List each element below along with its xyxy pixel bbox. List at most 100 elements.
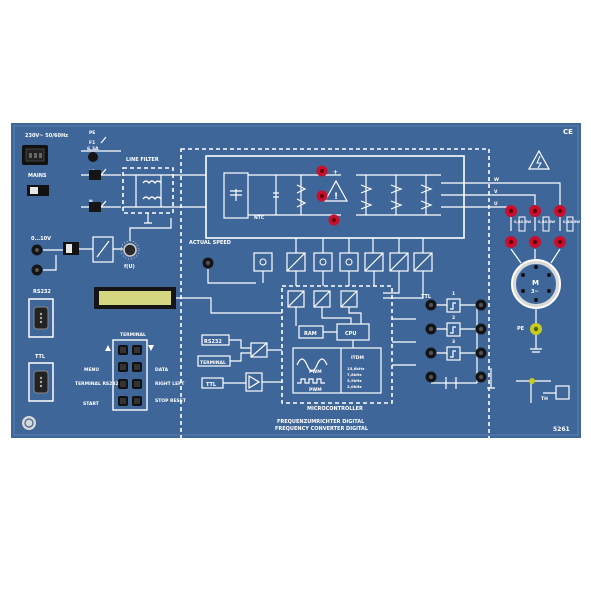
phase-w-jack-top[interactable] <box>554 205 566 217</box>
ram-label: RAM <box>304 331 317 337</box>
mains-wiring <box>81 136 121 212</box>
svg-text:+: + <box>333 169 338 176</box>
svg-text:!: ! <box>334 192 338 202</box>
ttl-jack-4b[interactable] <box>475 371 487 383</box>
frequency-potentiometer[interactable] <box>120 240 140 260</box>
model-number: 5261 <box>553 426 570 433</box>
key-label-start: START <box>83 401 100 407</box>
input-schematic <box>43 236 123 271</box>
lcd-display <box>94 287 176 309</box>
key-start[interactable] <box>118 396 128 406</box>
keypad-title: TERMINAL <box>120 332 146 338</box>
microcontroller-label: MICROCONTROLLER <box>307 406 363 412</box>
mains-label: 230V~ 50/60Hz <box>25 133 68 139</box>
ttl-port-label: TTL <box>35 354 46 360</box>
dc-link-minus-jack[interactable] <box>328 214 340 226</box>
pe-line-label: PE <box>89 130 95 136</box>
shunt-resistor-u: 0,5Ω 5W <box>514 220 531 224</box>
freq-label-2: 7,8kHz <box>347 372 362 377</box>
ttl-jack-3a[interactable] <box>425 347 437 359</box>
key-label-terminal-rs232: TERMINAL RS232 <box>75 381 119 387</box>
ttl-jack-2b[interactable] <box>475 323 487 335</box>
keypad-arrows-icon <box>105 345 154 351</box>
output-channel-1: 1 <box>452 291 455 297</box>
lightning-warning-icon <box>527 149 551 170</box>
logo-icon <box>22 416 36 430</box>
ttl-output-wiring <box>431 298 495 389</box>
phase-u-label: U <box>494 201 498 207</box>
mains-socket[interactable] <box>22 145 48 165</box>
actual-speed-label: ACTUAL SPEED <box>189 240 231 246</box>
micro-input-terminal: TERMINAL <box>200 360 226 366</box>
output-channel-3: 3 <box>452 339 455 345</box>
phase-u-jack-bottom[interactable] <box>505 236 517 248</box>
ttl-jack-1b[interactable] <box>475 299 487 311</box>
phase-v-label: V <box>494 189 498 195</box>
ce-mark: CE <box>563 128 573 136</box>
driver-box-row <box>207 238 433 299</box>
analog-input-jack[interactable] <box>31 244 43 256</box>
converter-dashed-frame <box>180 148 490 438</box>
mains-switch[interactable] <box>27 185 49 196</box>
warning-triangle-icon: ! <box>323 179 349 202</box>
pot-label: f(U) <box>124 264 135 270</box>
rs232-port-label: RS232 <box>33 289 51 295</box>
title-en: FREQUENCY CONVERTER DIGITAL <box>275 426 369 432</box>
pwm-label-2: PWM <box>309 387 322 393</box>
motor-pe-label: PE <box>517 326 525 332</box>
key-label-data: DATA <box>155 367 169 373</box>
freq-label-1: 15,6kHz <box>347 366 365 371</box>
key-terminal[interactable] <box>118 379 128 389</box>
phase-w-jack-bottom[interactable] <box>554 236 566 248</box>
micro-input-rs232: RS232 <box>204 339 222 345</box>
ttl-jack-3b[interactable] <box>475 347 487 359</box>
output-channel-2: 2 <box>452 315 455 321</box>
phase-v-jack-bottom[interactable] <box>529 236 541 248</box>
actual-speed-jack[interactable] <box>202 257 214 269</box>
thermal-sensor <box>516 378 570 403</box>
input-select-switch[interactable] <box>63 242 79 255</box>
title-de: FREQUENZUMRICHTER DIGITAL <box>277 419 365 425</box>
fuse-label: F1 <box>89 140 95 146</box>
ttl-jack-1a[interactable] <box>425 299 437 311</box>
analog-input-label: 0...10V <box>31 236 51 242</box>
dc-link-mid-jack[interactable] <box>316 190 328 202</box>
analog-ground-jack[interactable] <box>31 264 43 276</box>
mains-switch-label: MAINS <box>28 173 47 179</box>
fuse-holder[interactable] <box>88 152 98 162</box>
key-down[interactable] <box>132 345 142 355</box>
ttl-jack-4a[interactable] <box>425 371 437 383</box>
freq-label-3: 3,9kHz <box>347 378 362 383</box>
power-stage-box <box>205 155 465 239</box>
panel-diagram: 230V~ 50/60Hz MAINS F1 6,3A PE L1 N LINE… <box>13 125 580 438</box>
pot-to-filter-wire <box>129 218 172 241</box>
thermal-label: TH <box>541 396 548 402</box>
key-stop-reset[interactable] <box>132 396 142 406</box>
ttl-output-label: TTL <box>421 294 432 300</box>
cpu-label: CPU <box>345 331 356 337</box>
key-menu[interactable] <box>118 362 128 372</box>
ttl-jack-2a[interactable] <box>425 323 437 335</box>
keypad <box>112 339 148 411</box>
ttl-port[interactable] <box>28 362 54 402</box>
key-label-right-left: RIGHT LEFT <box>155 381 185 387</box>
phase-v-jack-top[interactable] <box>529 205 541 217</box>
key-up[interactable] <box>118 345 128 355</box>
trainer-panel: 230V~ 50/60Hz MAINS F1 6,3A PE L1 N LINE… <box>11 123 581 438</box>
motor-pe-jack[interactable] <box>530 323 542 335</box>
ntc-label: NTC <box>254 215 265 221</box>
shunt-resistor-w: 0,5Ω 5W <box>563 220 580 224</box>
pwm-label-1: PWM <box>309 369 322 375</box>
key-right-left[interactable] <box>132 379 142 389</box>
key-data[interactable] <box>132 362 142 372</box>
micro-input-ttl: TTL <box>206 382 217 388</box>
phase-w-label: W <box>494 177 499 183</box>
rs232-port[interactable] <box>28 298 54 338</box>
key-label-stop-reset: STOP RESET <box>155 398 187 404</box>
pe-ground-wire <box>530 308 542 353</box>
phase-u-jack-top[interactable] <box>505 205 517 217</box>
dc-link-plus-jack[interactable] <box>316 165 328 177</box>
itdm-label: ITDM <box>351 355 364 361</box>
power-stage-schematic: + − <box>173 169 506 228</box>
shunt-resistor-v: 0,5Ω 5W <box>538 220 555 224</box>
